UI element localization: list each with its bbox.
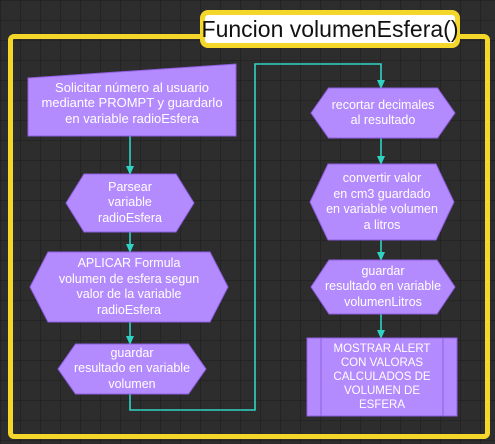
- function-title: Funcion volumenEsfera(): [200, 10, 460, 48]
- node-label-n8: MOSTRAR ALERT CON VALORAS CALCULADOS DE …: [307, 338, 457, 416]
- node-shape-n8: [306, 337, 458, 417]
- node-label-n4: guardar resultado en variable volumen: [58, 344, 206, 394]
- node-label-n6: convertir valor en cm3 guardado en varia…: [310, 164, 454, 240]
- node-text-n3: APLICAR Formula volumen de esfera segun …: [58, 256, 200, 317]
- node-shape-n2: [65, 173, 195, 233]
- node-text-n2: Parsear variable radioEsfera: [98, 179, 162, 225]
- node-label-n2: Parsear variable radioEsfera: [66, 174, 194, 232]
- connector-n4-n5: [129, 63, 385, 411]
- node-text-n6: convertir valor en cm3 guardado en varia…: [326, 171, 438, 232]
- node-text-n8: MOSTRAR ALERT CON VALORAS CALCULADOS DE …: [333, 343, 431, 411]
- node-text-n5: recortar decimales al resultado: [331, 97, 435, 128]
- node-shape-n6: [309, 163, 455, 241]
- node-text-n7: guardar resultado en variable volumenLit…: [324, 263, 442, 309]
- node-shape-n1: [27, 63, 237, 137]
- node-shape-n4: [57, 343, 207, 395]
- node-text-n1: Solicitar número al usuario mediante PRO…: [41, 79, 223, 126]
- node-shape-n5: [310, 87, 456, 139]
- node-label-n1: Solicitar número al usuario mediante PRO…: [28, 70, 236, 136]
- node-label-n7: guardar resultado en variable volumenLit…: [311, 260, 455, 314]
- node-shape-n7: [310, 259, 456, 315]
- node-label-n5: recortar decimales al resultado: [311, 88, 455, 138]
- node-text-n4: guardar resultado en variable volumen: [73, 345, 191, 391]
- node-shape-n3: [29, 251, 229, 323]
- node-label-n3: APLICAR Formula volumen de esfera segun …: [30, 252, 228, 322]
